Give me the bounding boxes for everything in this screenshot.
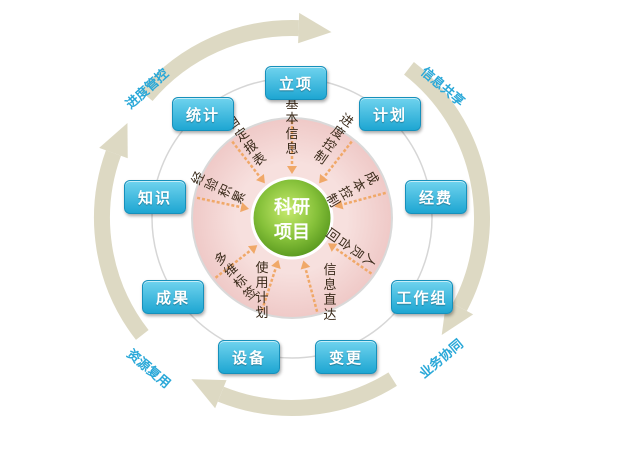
spoke-label-char: 成 — [361, 169, 380, 188]
spoke-label-char: 用 — [255, 276, 268, 291]
spoke-arrow-line — [338, 191, 387, 207]
node-lixiang[interactable]: 立项 — [265, 66, 327, 100]
node-zhishi[interactable]: 知识 — [124, 180, 186, 214]
spoke-label-char: 息 — [323, 277, 336, 293]
spoke-label-char: 息 — [285, 141, 298, 157]
spoke-arrow-head — [300, 260, 311, 270]
spoke-arrow-head — [319, 173, 328, 184]
spoke-label-char: 本 — [348, 176, 367, 195]
center-label-line1: 科研 — [274, 196, 310, 218]
spoke-label-char: 信 — [323, 263, 336, 278]
spoke-label-char: 划 — [255, 306, 268, 321]
cycle-arrow-body — [140, 20, 299, 102]
outer-cycle-arrows — [94, 12, 490, 416]
spoke-arrow-line — [330, 244, 373, 275]
cycle-arrow-body — [217, 372, 397, 416]
cycle-arrow-body — [94, 150, 149, 340]
cycle-label-ziyuan-fuyong: 资源复用 — [124, 346, 174, 392]
spoke-label-char: 本 — [285, 112, 298, 127]
spoke-arrow-head — [271, 259, 281, 270]
node-shebei[interactable]: 设备 — [218, 340, 280, 374]
cycle-label-jindu-guankong: 进度管控 — [123, 66, 172, 113]
center-circle — [250, 176, 334, 260]
spoke-label-char: 直 — [323, 293, 336, 308]
cycle-arrow-head — [298, 12, 332, 44]
node-jihua[interactable]: 计划 — [359, 97, 421, 131]
spoke-label-char: 制 — [322, 191, 341, 210]
spoke-label-char: 使 — [255, 260, 268, 276]
node-chengguo[interactable]: 成果 — [142, 280, 204, 314]
cycle-label-yewu-xietong: 业务协同 — [416, 336, 466, 382]
spoke-arrow-head — [287, 166, 297, 174]
cycle-arrow-body — [404, 61, 490, 311]
spoke-arrow-head — [256, 173, 265, 184]
spoke-label-char: 经 — [189, 169, 208, 187]
spoke-labels: 基本信息进度控制成本控制人员合回信息直达使用计划多维标签经验积累自定报表 — [189, 97, 380, 323]
spoke-arrow-head — [240, 202, 249, 213]
spoke-arrows — [196, 121, 387, 313]
node-biangeng[interactable]: 变更 — [315, 340, 377, 374]
spoke-arrow-line — [231, 140, 264, 181]
spoke-label-char: 控 — [335, 184, 354, 203]
spoke-arrow-line — [303, 264, 319, 313]
cycle-arrow-head — [191, 379, 227, 409]
spoke-arrow-head — [328, 243, 338, 252]
node-jingfei[interactable]: 经费 — [405, 180, 467, 214]
node-gongzuozu[interactable]: 工作组 — [391, 280, 453, 314]
cycle-arrow-head — [99, 123, 128, 159]
spoke-arrow-line — [214, 246, 255, 279]
spoke-label-char: 验 — [202, 175, 222, 194]
spoke-arrow-head — [334, 199, 344, 210]
spoke-label-char: 积 — [216, 182, 235, 200]
center-label-line2: 项目 — [274, 222, 310, 243]
spoke-arrow-head — [247, 245, 258, 254]
node-tongji[interactable]: 统计 — [172, 97, 234, 131]
spoke-label-char: 基 — [285, 97, 298, 112]
spoke-arrow-line — [260, 263, 279, 311]
spoke-arrow-line — [196, 196, 246, 210]
spoke-label-char: 累 — [230, 188, 249, 206]
spoke-label-char: 信 — [285, 127, 298, 142]
spoke-label-char: 计 — [255, 291, 268, 306]
spoke-label-char: 达 — [323, 308, 336, 323]
spoke-arrow-line — [320, 140, 353, 181]
